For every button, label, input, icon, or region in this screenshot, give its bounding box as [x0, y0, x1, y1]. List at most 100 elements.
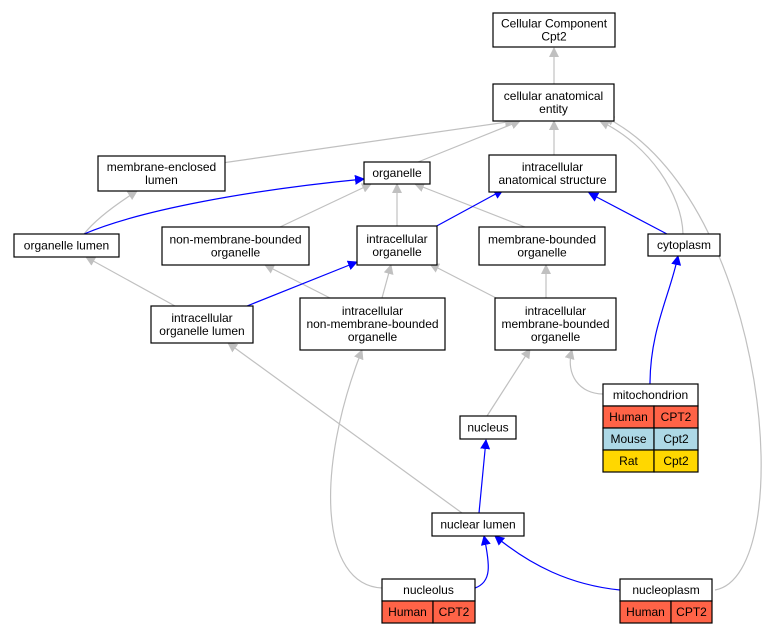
node-label-line: cellular anatomical — [504, 89, 603, 103]
edge-mito-imbo — [564, 349, 604, 395]
node-box — [478, 226, 606, 266]
node-label-line: organelle lumen — [24, 239, 109, 253]
edges-layer — [83, 47, 762, 591]
edge-iol-olumen — [85, 256, 176, 307]
node-nucleoplasm[interactable]: nucleoplasm — [619, 578, 713, 602]
gene-cell — [432, 600, 476, 624]
node-label-line: mitochondrion — [613, 388, 688, 402]
node-label-line: Cpt2 — [541, 30, 567, 44]
node-label-line: nucleoplasm — [632, 583, 699, 597]
species-label: Human — [609, 410, 648, 424]
edge-olumen-mel — [83, 190, 138, 235]
node-label-line: organelle — [372, 245, 422, 259]
edge-nlumen-iol — [227, 342, 463, 514]
edge-imbo-io — [429, 263, 501, 301]
gene-label: CPT2 — [676, 605, 707, 619]
node-label-line: anatomical structure — [498, 173, 606, 187]
node-label-line: non-membrane-bounded — [306, 317, 438, 331]
node-label-line: organelle — [348, 330, 398, 344]
annotation-row: Human CPT2 — [602, 405, 699, 429]
node-mitochondrion[interactable]: mitochondrion — [602, 383, 699, 407]
node-nucleus[interactable]: nucleus — [459, 415, 517, 440]
edge-nucleoplasm-nlumen — [494, 535, 621, 591]
gene-label: Cpt2 — [663, 432, 689, 446]
node-label-line: intracellular — [525, 304, 586, 318]
node-organelle-lumen[interactable]: organelle lumen — [13, 233, 120, 258]
node-label-line: organelle — [372, 166, 422, 180]
node-label-line: organelle — [517, 246, 567, 260]
gene-label: Cpt2 — [663, 454, 689, 468]
edge-mbo-organelle — [414, 182, 526, 228]
edge-nucleolus-nlumen — [474, 535, 491, 589]
edge-olumen-organelle — [83, 174, 365, 235]
species-label: Human — [388, 605, 427, 619]
edge-nucleoplasm-cae — [604, 116, 762, 591]
node-label-line: nucleolus — [403, 583, 454, 597]
edge-iol-io — [246, 260, 358, 307]
annotation-row: Human CPT2 — [619, 600, 713, 624]
node-box — [488, 154, 617, 193]
node-nucleolus[interactable]: nucleolus — [381, 578, 476, 602]
node-label-line: non-membrane-bounded — [169, 233, 301, 247]
node-intracellular-non-membrane-bounded-organelle[interactable]: intracellularnon-membrane-boundedorganel… — [299, 297, 446, 351]
annotation-row: Rat Cpt2 — [602, 449, 699, 473]
node-box — [13, 233, 120, 258]
node-box — [459, 415, 517, 440]
node-box — [492, 83, 615, 122]
node-box — [494, 297, 617, 351]
gene-cell — [670, 600, 713, 624]
node-label-line: intracellular — [342, 304, 403, 318]
node-box — [161, 226, 310, 266]
node-box — [647, 233, 721, 257]
node-label-line: organelle — [531, 330, 581, 344]
node-organelle[interactable]: organelle — [363, 161, 431, 185]
species-label: Human — [626, 605, 665, 619]
species-label: Rat — [619, 454, 638, 468]
node-box — [363, 161, 431, 185]
node-label-line: membrane-enclosed — [107, 160, 216, 174]
node-label-line: entity — [539, 102, 568, 116]
edge-nlumen-nucleus — [478, 439, 491, 514]
node-label-line: organelle — [211, 246, 261, 260]
node-box — [299, 297, 446, 351]
annotation-table-nucleoplasm: Human CPT2 — [619, 600, 713, 624]
node-label-line: membrane-bounded — [488, 233, 596, 247]
gene-label: CPT2 — [661, 410, 692, 424]
node-box — [150, 305, 254, 344]
node-label-line: nucleus — [467, 421, 508, 435]
node-label-line: lumen — [145, 173, 178, 187]
node-label-line: nuclear lumen — [440, 518, 515, 532]
node-label-line: cytoplasm — [657, 238, 711, 252]
node-box — [431, 512, 525, 537]
node-nuclear-lumen[interactable]: nuclear lumen — [431, 512, 525, 537]
edge-nmbo-organelle — [279, 183, 372, 228]
node-label-line: intracellular — [366, 232, 427, 246]
node-label-line: intracellular — [171, 311, 232, 325]
species-label: Mouse — [610, 432, 646, 446]
edge-mel-cae — [221, 117, 515, 164]
edge-io-ias — [432, 189, 504, 229]
node-cytoplasm[interactable]: cytoplasm — [647, 233, 721, 257]
edge-cyto-ias — [588, 192, 668, 235]
node-box — [97, 155, 226, 192]
edge-inmbo-io — [381, 264, 394, 299]
node-label-line: intracellular — [522, 160, 583, 174]
node-label-line: Cellular Component — [501, 17, 608, 31]
node-box — [356, 225, 438, 266]
gene-cell — [653, 449, 699, 473]
edge-mito-cyto — [649, 255, 682, 385]
